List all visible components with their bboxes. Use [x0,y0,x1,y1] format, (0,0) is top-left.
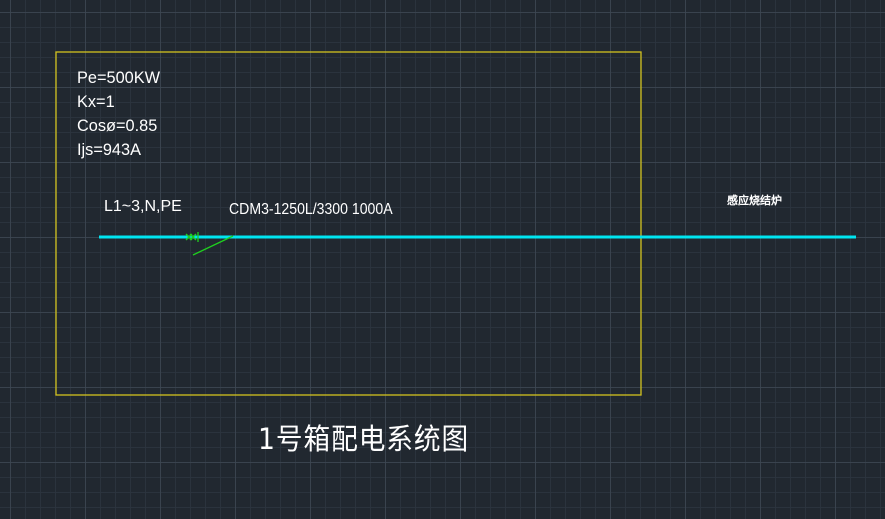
calculated-current-text: Ijs=943A [77,140,141,159]
load-name-label[interactable]: 感应烧结炉 [727,194,782,207]
wire-spec-label[interactable]: L1~3,N,PE [104,198,182,215]
rated-power-text: Pe=500KW [77,68,161,87]
demand-factor-text: Kx=1 [77,92,115,111]
load-parameters[interactable]: Pe=500KW Kx=1 Cosø=0.85 Ijs=943A [77,66,160,162]
breaker-spec-label[interactable]: CDM3-1250L/3300 1000A [229,201,393,218]
drawing-title[interactable]: 1号箱配电系统图 [258,422,470,456]
power-factor-text: Cosø=0.85 [77,116,158,135]
circuit-breaker-icon[interactable] [185,232,234,256]
distribution-box-frame[interactable] [55,51,642,396]
